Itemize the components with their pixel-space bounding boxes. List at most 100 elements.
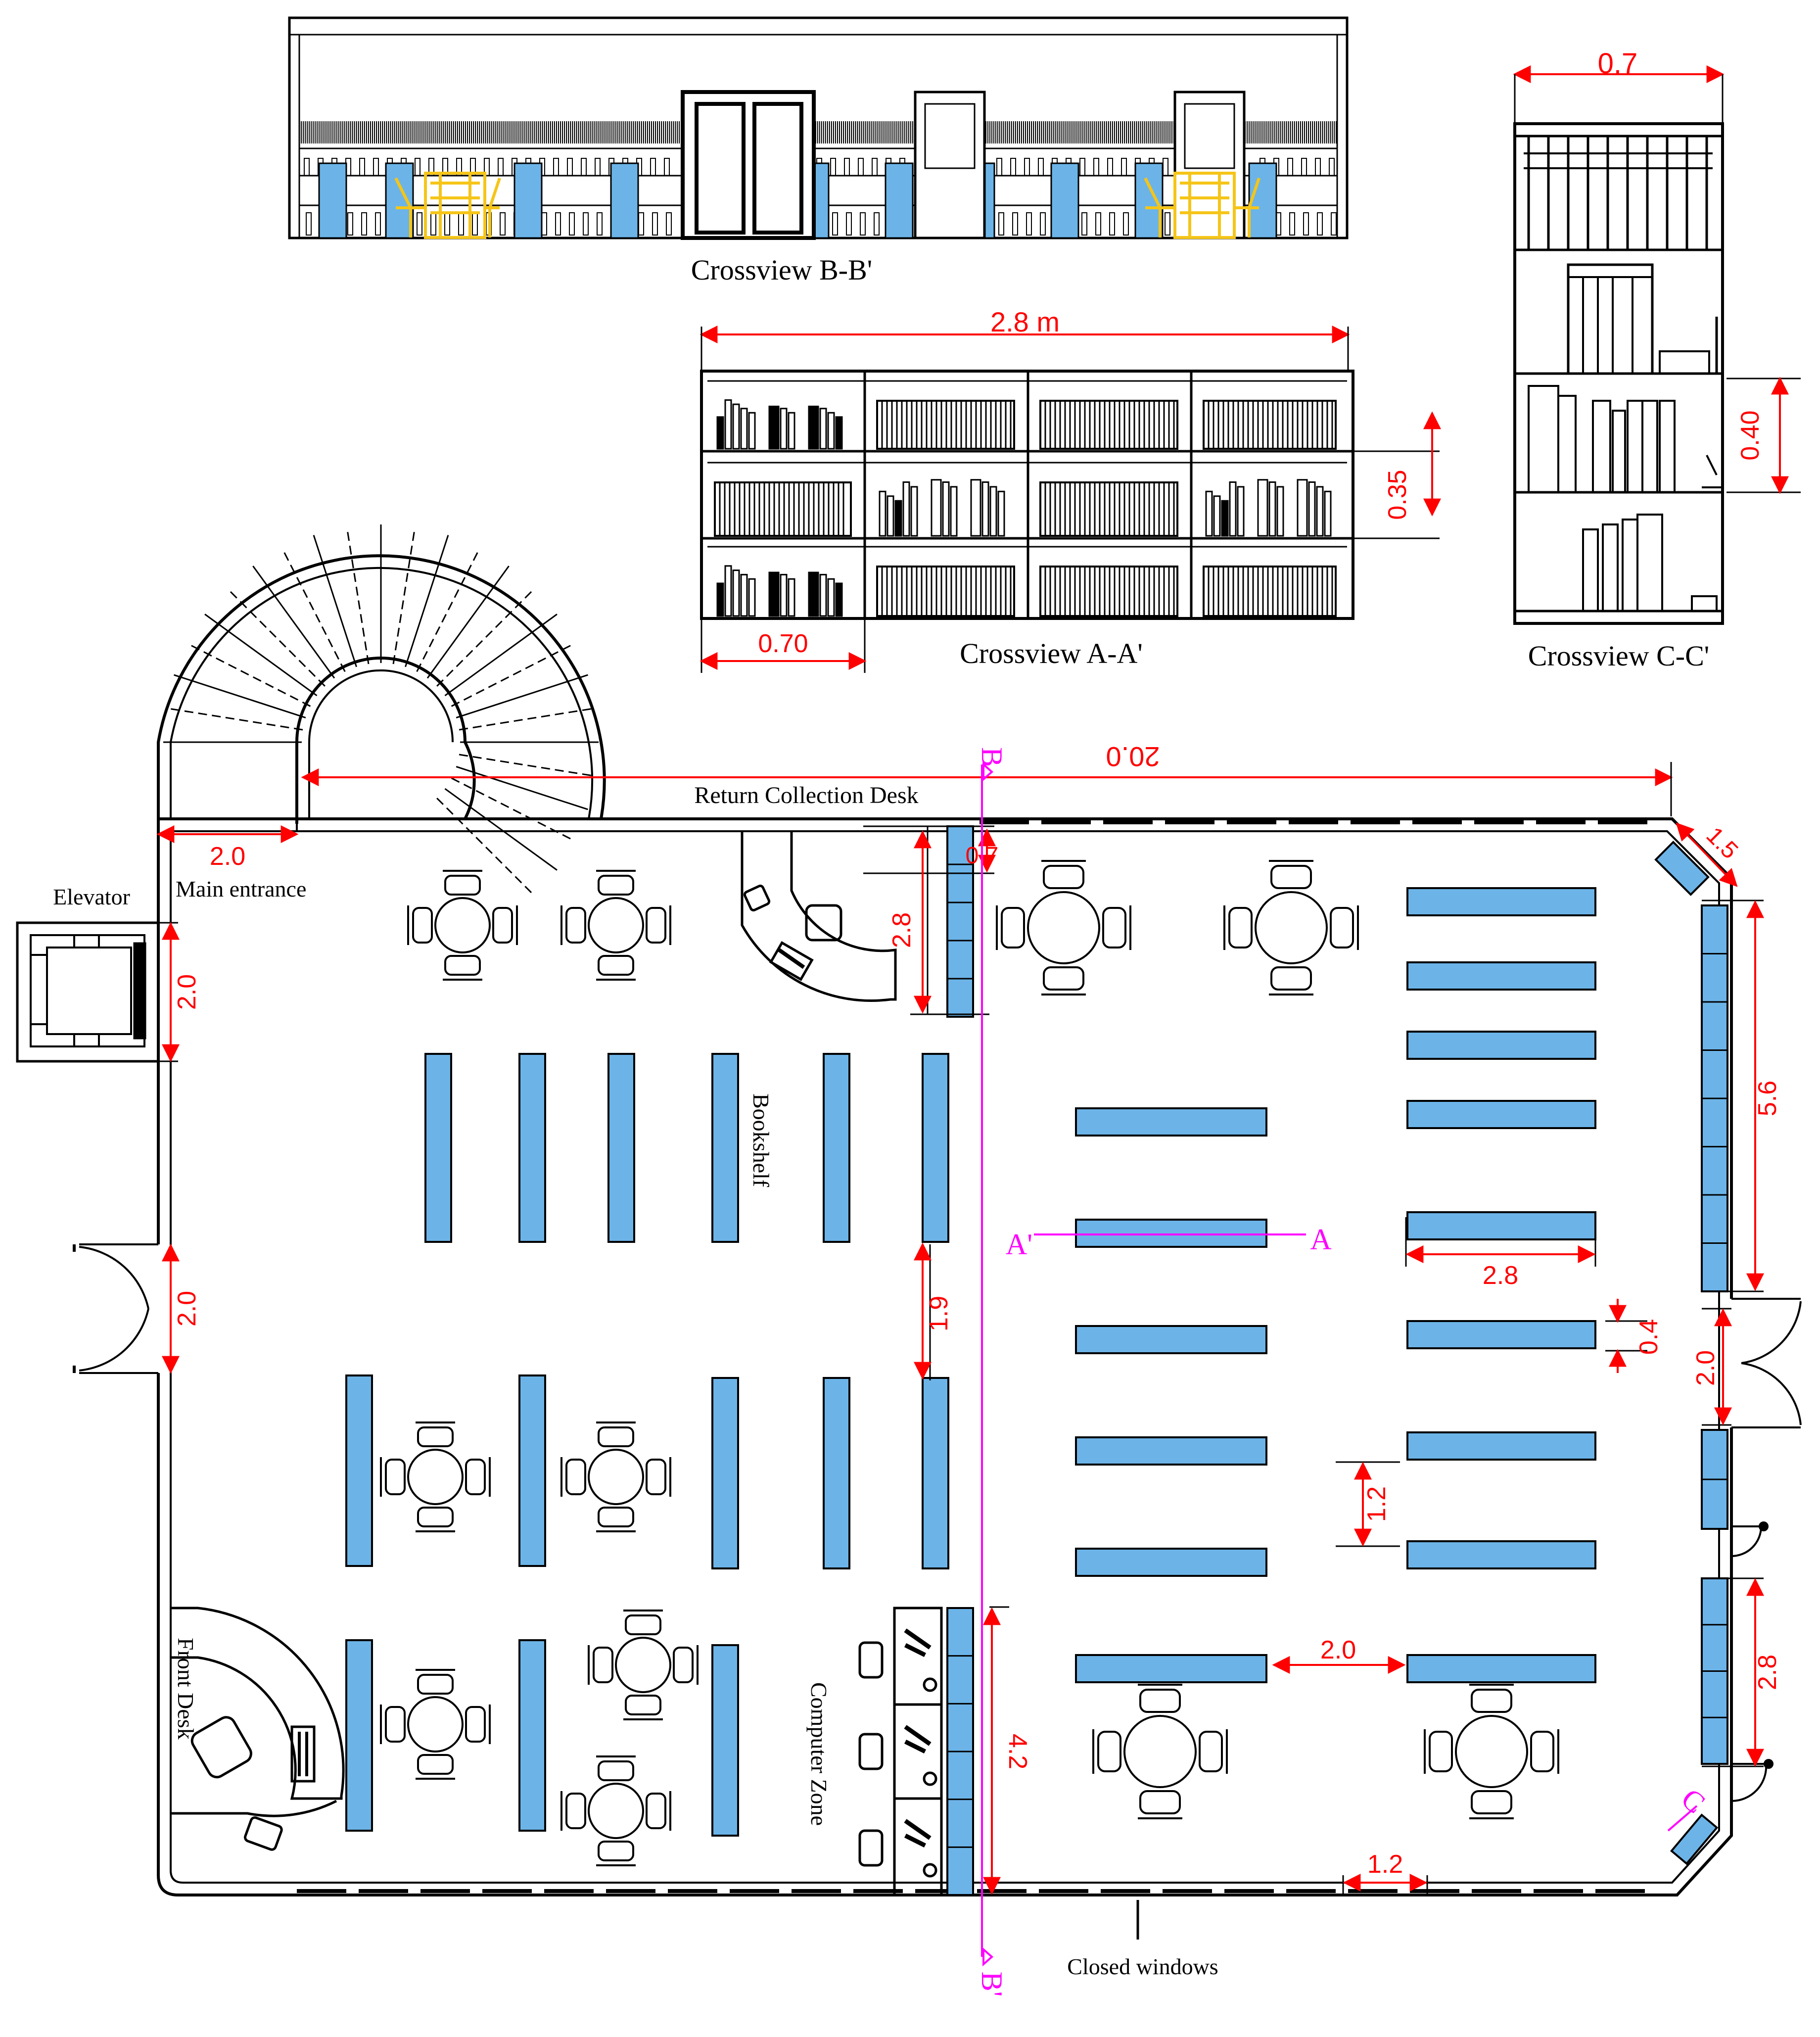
closed-windows-label: Closed windows: [1067, 1954, 1218, 1979]
right-small-doors: [1731, 1521, 1773, 1802]
stair-tread: [281, 548, 346, 672]
table-large-1: [996, 860, 1131, 995]
left-door-width-label: 2.0: [173, 1291, 201, 1326]
bookshelf-24: [1406, 1100, 1596, 1129]
section-a-right: A: [1310, 1223, 1331, 1256]
stair-tread: [436, 798, 536, 897]
corner-top-label: 1.5: [1701, 822, 1743, 864]
bookshelf-label: Bookshelf: [748, 1093, 774, 1187]
stair-tread: [346, 527, 370, 664]
crossview-bb: Crossview B-B': [288, 16, 1349, 286]
elevator-label: Elevator: [53, 884, 130, 909]
window-width-label: 1.2: [1367, 1850, 1403, 1879]
corner-shelf-bottom: [1670, 1813, 1719, 1865]
shelf-length-label: 2.8: [1483, 1261, 1518, 1290]
table-small-4: [560, 1421, 671, 1532]
bookshelf-3: [607, 1053, 635, 1243]
table-small-2: [560, 870, 671, 981]
bb-shelf-end-1: [318, 162, 347, 239]
return-desk: [741, 831, 897, 1002]
bookshelf-17: [1075, 1325, 1267, 1354]
table-large-2: [1223, 860, 1359, 995]
table-small-3: [380, 1421, 491, 1532]
bookshelf-25: [1406, 1211, 1596, 1240]
bookshelf-19: [1075, 1548, 1267, 1577]
bookshelf-7: [345, 1374, 373, 1567]
computer-zone-label: Computer Zone: [806, 1682, 832, 1826]
bookshelf-18: [1075, 1436, 1267, 1466]
section-b-top: B: [976, 747, 1008, 767]
aa-width-label: 2.8 m: [990, 306, 1060, 337]
aa-books: [714, 399, 1337, 617]
main-entrance-label: Main entrance: [176, 876, 306, 901]
bb-shelf-end-10: [1134, 162, 1164, 239]
stair-tread: [204, 614, 318, 697]
aa-shelf-height-label: 0.35: [1383, 470, 1412, 520]
bb-double-door: [681, 90, 816, 240]
stair-tread: [459, 707, 596, 731]
section-c-mark: C: [1675, 1782, 1711, 1820]
left-door: [73, 1243, 161, 1374]
bookshelf-28: [1406, 1540, 1596, 1569]
return-shelf-label: 2.8: [887, 912, 916, 948]
crossview-aa: 2.8 m 0.35 0.70 Crossview A-A': [700, 306, 1441, 673]
wall-shelf-1: [946, 825, 974, 1018]
bookshelf-5: [823, 1053, 850, 1243]
cc-shelf-height-label: 0.40: [1736, 410, 1765, 460]
bb-shelf-end-2: [385, 162, 414, 239]
room-length-label: 20.0: [1106, 741, 1160, 772]
stair-tread: [416, 548, 481, 672]
section-b-bottom: B': [976, 1972, 1008, 1997]
bookshelf-15: [1075, 1107, 1267, 1137]
crossview-cc: 0.7 0.40 Crossview C-C': [1513, 47, 1801, 672]
bookshelf-14: [711, 1644, 739, 1837]
bookshelves: [345, 825, 1728, 1896]
elevator-width-label: 2.0: [173, 974, 201, 1010]
bookshelf-13: [518, 1639, 546, 1832]
bb-yellow-chairs-right: [1144, 172, 1260, 239]
bookshelf-29: [1406, 1654, 1596, 1683]
stair-tread: [187, 642, 311, 707]
table-small-1: [407, 870, 518, 981]
right-door: [1728, 1298, 1802, 1428]
computer-shelf-label: 4.2: [1003, 1734, 1032, 1769]
crossview-cc-title: Crossview C-C': [1528, 640, 1710, 672]
stair-tread: [313, 535, 357, 667]
bookshelf-20: [1075, 1654, 1267, 1683]
bookshelf-26: [1406, 1320, 1596, 1349]
right-wall-top-label: 5.6: [1753, 1081, 1782, 1116]
bookshelf-22: [1406, 961, 1596, 991]
bookshelf-12: [345, 1639, 373, 1832]
aisle-label: 1.9: [925, 1296, 953, 1331]
table-small-5: [380, 1669, 491, 1780]
plan-dimension-arrows: [914, 822, 1764, 1895]
stair-tread: [456, 674, 588, 718]
right-door-label: 2.0: [1691, 1350, 1720, 1386]
bookshelf-9: [711, 1377, 739, 1569]
stair-tread: [456, 766, 588, 810]
bb-shelf-end-7: [885, 162, 914, 239]
stair-tread: [392, 527, 416, 664]
right-wall-bottom-label: 2.8: [1753, 1655, 1782, 1690]
shelf-depth-label: 0.4: [1634, 1319, 1663, 1355]
front-desk: [171, 1607, 345, 1851]
bookshelf-21: [1406, 887, 1596, 916]
bookshelf-10: [823, 1377, 850, 1569]
table-large-4: [1424, 1684, 1559, 1819]
shelf-between-label: 2.0: [1320, 1636, 1356, 1664]
bb-yellow-chairs-left: [394, 172, 501, 239]
bookshelf-1: [424, 1053, 452, 1243]
crossview-aa-title: Crossview A-A': [960, 637, 1143, 669]
table-small-7: [560, 1755, 671, 1866]
front-desk-label: Front Desk: [173, 1638, 198, 1740]
stair-tread: [252, 566, 335, 679]
bookshelf-6: [922, 1053, 949, 1243]
bookshelf-23: [1406, 1031, 1596, 1060]
bookshelf-8: [518, 1374, 546, 1567]
bookshelf-4: [711, 1053, 739, 1243]
corner-shelf-top: [1654, 841, 1710, 896]
stair-tread: [451, 642, 575, 707]
bb-door-middle: [914, 91, 986, 239]
computer-zone: [858, 1607, 943, 1896]
